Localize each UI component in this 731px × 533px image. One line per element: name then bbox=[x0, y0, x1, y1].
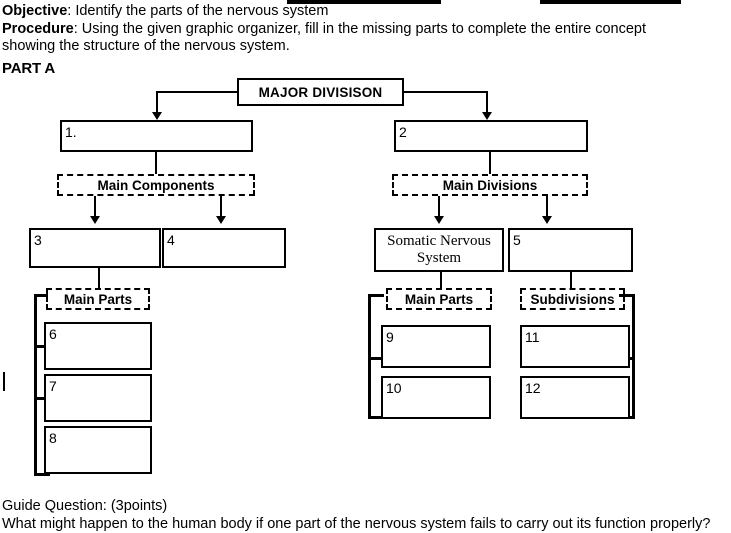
left-leaf-box-6-number: 6 bbox=[49, 326, 57, 342]
instructions-block: Objective: Identify the parts of the ner… bbox=[2, 3, 727, 56]
left-top-to-components-connector bbox=[155, 152, 157, 176]
right-child-box-somatic[interactable]: Somatic Nervous System bbox=[374, 228, 504, 272]
part-a-label: PART A bbox=[2, 60, 55, 77]
left-main-parts-label: Main Parts bbox=[64, 292, 132, 307]
box3-to-mainparts-connector bbox=[98, 268, 100, 290]
left-leaf-box-6[interactable]: 6 bbox=[44, 322, 152, 370]
root-box[interactable]: MAJOR DIVISISON bbox=[237, 78, 404, 106]
margin-tick-mark bbox=[3, 372, 5, 391]
left-top-box-number: 1. bbox=[65, 124, 77, 140]
right-leaf-box-12-number: 12 bbox=[525, 380, 541, 396]
left-main-components-label-box: Main Components bbox=[57, 174, 255, 196]
left-main-parts-label-box: Main Parts bbox=[46, 288, 150, 310]
left-main-components-label: Main Components bbox=[98, 178, 215, 193]
components-to-box3-connector bbox=[94, 196, 96, 218]
guide-question-block: Guide Question: (3points) What might hap… bbox=[2, 498, 729, 533]
divisions-to-box5-connector bbox=[546, 196, 548, 218]
left-leaf-box-8[interactable]: 8 bbox=[44, 426, 152, 474]
subdivisions-label-box: Subdivisions bbox=[520, 288, 625, 310]
left-child-box-3[interactable]: 3 bbox=[29, 228, 161, 268]
divisions-to-somatic-connector bbox=[438, 196, 440, 218]
subdivisions-label: Subdivisions bbox=[530, 292, 614, 307]
guide-question-text: What might happen to the human body if o… bbox=[2, 516, 729, 533]
objective-label: Objective bbox=[2, 3, 67, 19]
right-main-parts-label: Main Parts bbox=[405, 292, 473, 307]
right-top-box[interactable]: 2 bbox=[394, 120, 588, 152]
left-bracket-top-stub bbox=[34, 294, 48, 297]
right-leaf-box-11-number: 11 bbox=[525, 329, 540, 345]
right-main-parts-label-box: Main Parts bbox=[386, 288, 492, 310]
right-leaf-box-9[interactable]: 9 bbox=[381, 325, 491, 368]
right-main-divisions-label: Main Divisions bbox=[443, 178, 538, 193]
left-top-box[interactable]: 1. bbox=[60, 120, 253, 152]
root-right-arrowhead bbox=[482, 112, 492, 120]
right-top-box-number: 2 bbox=[399, 124, 407, 140]
left-leaf-box-7[interactable]: 7 bbox=[44, 374, 152, 422]
left-leaf-box-7-number: 7 bbox=[49, 378, 57, 394]
divisions-to-somatic-arrowhead bbox=[434, 216, 444, 224]
components-to-box3-arrowhead bbox=[90, 216, 100, 224]
right-leaf-box-12[interactable]: 12 bbox=[520, 376, 630, 419]
procedure-label: Procedure bbox=[2, 21, 74, 37]
root-right-vertical-connector bbox=[486, 91, 488, 113]
procedure-line: Procedure: Using the given graphic organ… bbox=[2, 21, 727, 39]
left-bracket-vertical bbox=[34, 294, 37, 476]
right-right-bracket-top-stub bbox=[619, 294, 635, 297]
right-child-box-somatic-text: Somatic Nervous System bbox=[376, 233, 502, 267]
right-leaf-box-9-number: 9 bbox=[386, 329, 394, 345]
left-child-box-4[interactable]: 4 bbox=[162, 228, 286, 268]
left-child-box-3-number: 3 bbox=[34, 232, 42, 248]
right-leaf-box-11[interactable]: 11 bbox=[520, 325, 630, 368]
right-top-to-divisions-connector bbox=[489, 152, 491, 176]
root-box-label: MAJOR DIVISISON bbox=[259, 85, 383, 100]
right-leaf-box-10[interactable]: 10 bbox=[381, 376, 491, 419]
divisions-to-box5-arrowhead bbox=[542, 216, 552, 224]
left-leaf-box-8-number: 8 bbox=[49, 430, 57, 446]
root-left-horizontal-connector bbox=[156, 91, 239, 93]
right-child-box-5-number: 5 bbox=[513, 232, 521, 248]
procedure-text: : Using the given graphic organizer, fil… bbox=[74, 21, 646, 37]
objective-text: : Identify the parts of the nervous syst… bbox=[67, 3, 328, 19]
right-child-box-5[interactable]: 5 bbox=[508, 228, 633, 272]
right-left-bracket-top-stub bbox=[368, 294, 384, 297]
objective-line: Objective: Identify the parts of the ner… bbox=[2, 3, 727, 21]
procedure-line-2: showing the structure of the nervous sys… bbox=[2, 38, 727, 56]
components-to-box4-arrowhead bbox=[216, 216, 226, 224]
root-left-arrowhead bbox=[152, 112, 162, 120]
guide-question-label: Guide Question: (3points) bbox=[2, 498, 729, 516]
components-to-box4-connector bbox=[220, 196, 222, 218]
root-left-vertical-connector bbox=[156, 91, 158, 113]
left-child-box-4-number: 4 bbox=[167, 232, 175, 248]
right-main-divisions-label-box: Main Divisions bbox=[392, 174, 588, 196]
right-leaf-box-10-number: 10 bbox=[386, 380, 402, 396]
root-right-horizontal-connector bbox=[402, 91, 488, 93]
